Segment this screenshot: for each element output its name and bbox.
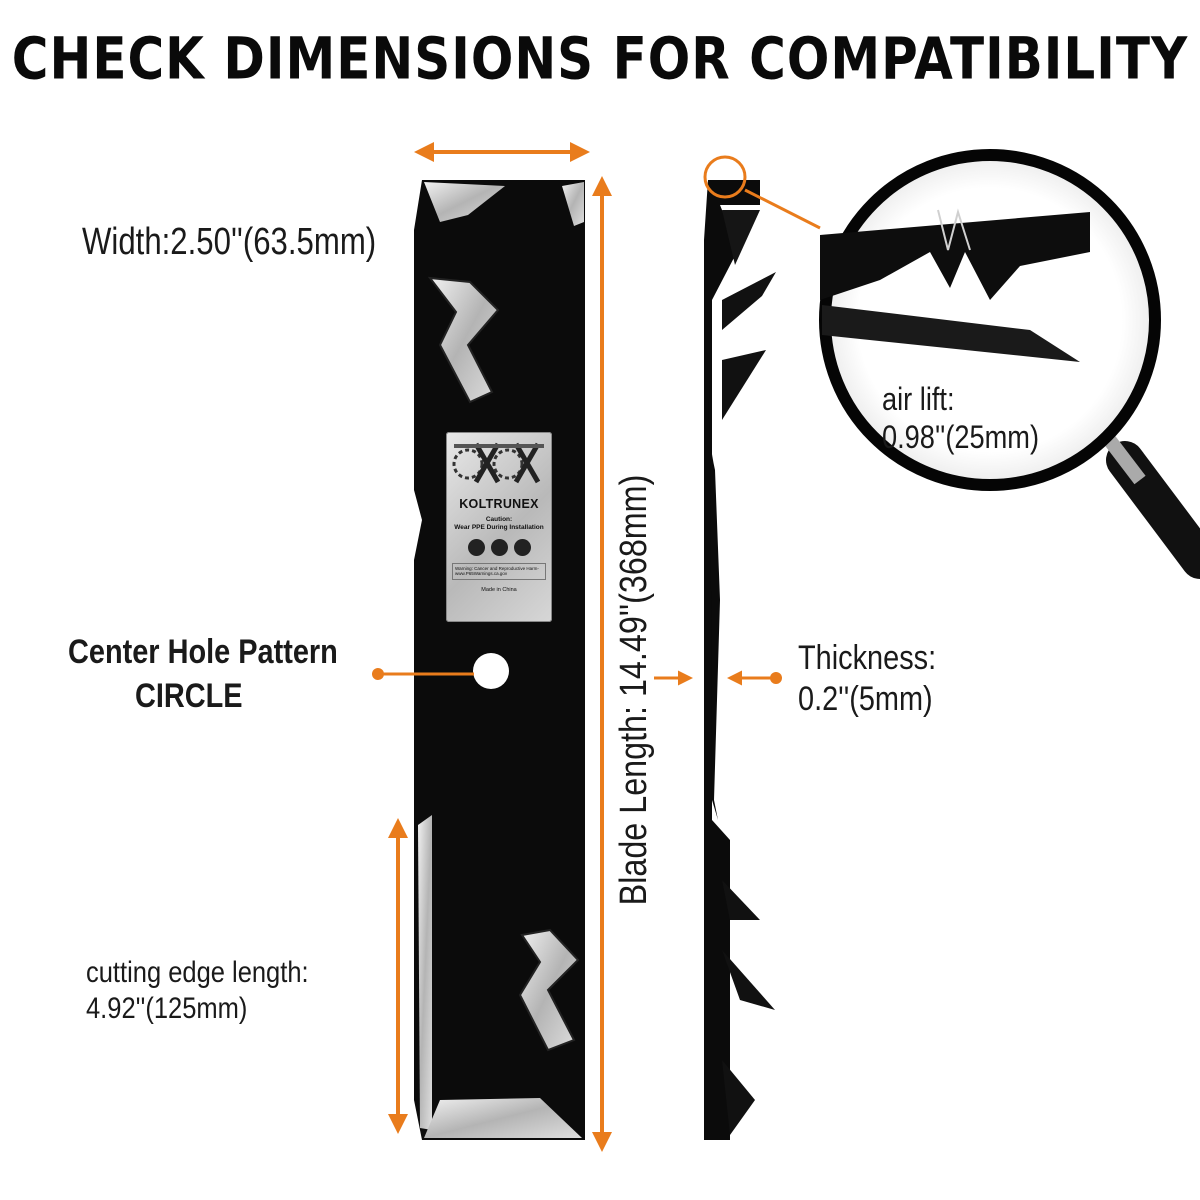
- plate-caution-title: Caution:: [485, 516, 513, 523]
- cutting-edge-label: cutting edge length: 4.92''(125mm): [86, 955, 309, 1027]
- plate-caution-text: Wear PPE During Installation: [454, 524, 544, 532]
- air-lift-label: air lift: 0.98''(25mm): [882, 380, 1039, 457]
- ear-protection-icon: [490, 538, 508, 556]
- goggles-icon: [513, 538, 531, 556]
- blade-length-label: Blade Length: 14.49''(368mm): [613, 474, 656, 906]
- page-title: CHECK DIMENSIONS FOR COMPATIBILITY: [11, 25, 1189, 93]
- cutting-edge-value: 4.92''(125mm): [86, 992, 248, 1025]
- air-lift-title: air lift:: [882, 381, 955, 417]
- center-hole-pattern-label: Center Hole Pattern: [68, 633, 338, 671]
- magnifier: [819, 149, 1200, 579]
- center-hole-shape-label: CIRCLE: [135, 677, 243, 715]
- plate-made-in: Made in China: [481, 586, 517, 593]
- gloves-icon: [467, 538, 485, 556]
- thickness-value: 0.2''(5mm): [798, 679, 933, 718]
- ppe-icons: [446, 538, 552, 556]
- product-label-plate: KOLTRUNEX Caution: Wear PPE During Insta…: [446, 432, 552, 622]
- thickness-title: Thickness:: [798, 639, 937, 677]
- air-lift-value: 0.98''(25mm): [882, 419, 1040, 456]
- cutting-edge-title: cutting edge length:: [86, 956, 309, 989]
- plate-brand: KOLTRUNEX: [459, 497, 539, 511]
- blade-front-view: [414, 180, 585, 1140]
- width-label: Width:2.50''(63.5mm): [82, 221, 377, 263]
- magnifier-connector: [744, 188, 821, 230]
- brand-logo-icon: [452, 442, 544, 484]
- plate-warning: Warning: Cancer and Reproductive Harm-ww…: [452, 562, 546, 580]
- plate-caution: Caution: Wear PPE During Installation: [446, 516, 552, 533]
- blade-side-view: [703, 155, 776, 1140]
- thickness-label: Thickness: 0.2''(5mm): [798, 638, 936, 720]
